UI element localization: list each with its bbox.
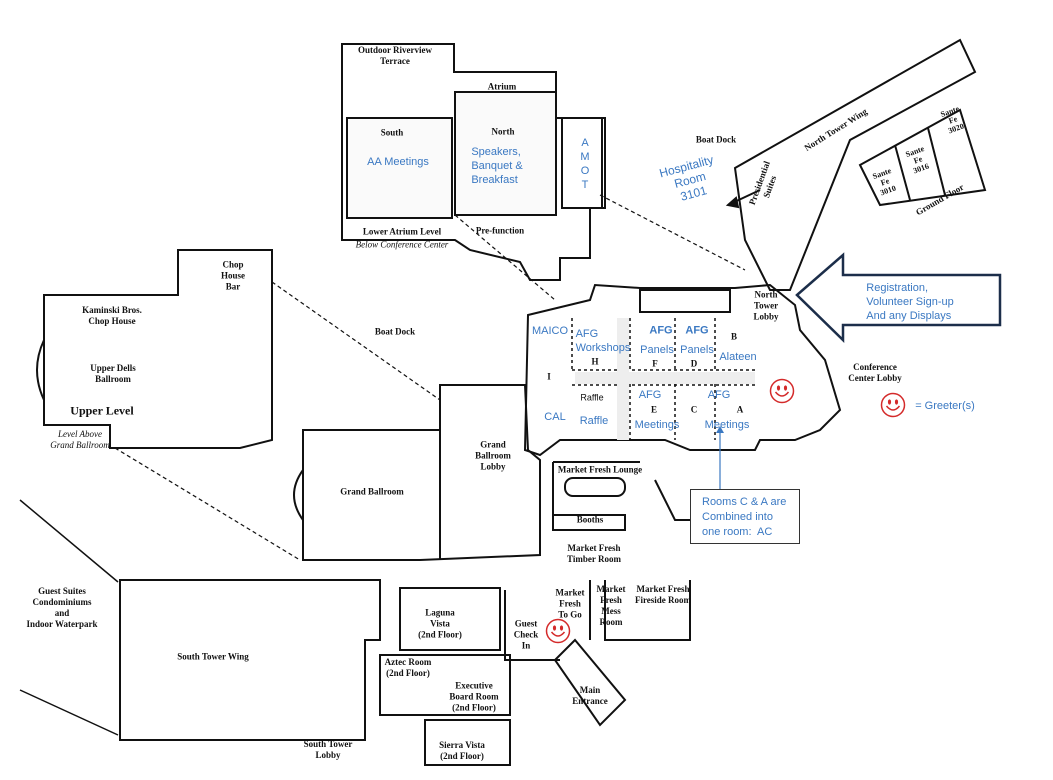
label-conference-lobby: Conference Center Lobby — [848, 362, 902, 383]
annotation-panels-d: Panels — [680, 344, 714, 356]
annotation-cal: CAL — [544, 411, 566, 423]
label-south: South — [380, 127, 404, 138]
annotation-amot: A M O T — [580, 137, 590, 191]
room-e: E — [650, 404, 658, 415]
annotation-registration: Registration, Volunteer Sign-up And any … — [866, 282, 954, 322]
label-mf-fireside: Market Fresh Fireside Room — [634, 584, 692, 605]
annotation-alateen: Alateen — [719, 351, 757, 363]
label-mf-lounge: Market Fresh Lounge — [557, 464, 643, 475]
label-sierra: Sierra Vista (2nd Floor) — [439, 740, 485, 761]
label-upper-level: Upper Level — [70, 403, 134, 418]
label-booths: Booths — [576, 514, 604, 525]
label-grand-ballroom-lobby: Grand Ballroom Lobby — [475, 439, 511, 472]
annotation-aa-meetings: AA Meetings — [367, 156, 429, 168]
label-exec-board: Executive Board Room (2nd Floor) — [449, 680, 499, 713]
label-boat-dock-top: Boat Dock — [695, 134, 737, 145]
smiley-greeter-icon — [769, 378, 795, 404]
label-north-tower-lobby: North Tower Lobby — [753, 289, 779, 322]
annotation-afg-workshops: AFG Workshops — [575, 328, 631, 354]
annotation-panels-f: Panels — [640, 344, 674, 356]
room-d: D — [690, 358, 698, 369]
label-mf-mess: Market Fresh Mess Room — [596, 584, 626, 627]
room-h: H — [591, 356, 599, 367]
annotation-afg-f: AFG — [649, 324, 673, 337]
label-level-above: Level Above Grand Ballroom — [50, 429, 110, 450]
label-aztec: Aztec Room (2nd Floor) — [384, 657, 432, 678]
room-i: I — [547, 371, 551, 382]
label-mf-togo: Market Fresh To Go — [555, 587, 585, 620]
label-lower-atrium: Lower Atrium Level — [362, 226, 442, 237]
annotation-afg-e: AFG — [638, 389, 662, 401]
smiley-greeter-checkin-icon — [545, 618, 571, 644]
label-upper-dells: Upper Dells Ballroom — [90, 363, 136, 384]
label-south-tower-wing: South Tower Wing — [177, 651, 249, 662]
label-main-entrance: Main Entrance — [572, 685, 608, 706]
label-boat-dock-mid: Boat Dock — [374, 326, 416, 337]
label-below-cc: Below Conference Center — [355, 239, 449, 250]
label-raffle-print: Raffle — [580, 392, 604, 403]
label-south-tower-lobby: South Tower Lobby — [303, 739, 353, 760]
room-f: F — [652, 358, 658, 369]
callout-rooms-combined: Rooms C & A are Combined into one room: … — [690, 489, 800, 544]
callout-text: Rooms C & A are Combined into one room: … — [702, 496, 787, 538]
label-chop-house-bar: Chop House Bar — [220, 259, 246, 292]
smiley-greeter-legend-icon — [880, 392, 906, 418]
greeter-legend-text: = Greeter(s) — [915, 400, 975, 412]
annotation-maico: MAICO — [531, 325, 569, 337]
label-mf-timber: Market Fresh Timber Room — [567, 543, 621, 564]
annotation-speakers: Speakers, Banquet & Breakfast — [471, 146, 523, 186]
label-guest-suites: Guest Suites Condominiums and Indoor Wat… — [26, 586, 98, 629]
label-laguna: Laguna Vista (2nd Floor) — [418, 607, 462, 640]
label-kaminski: Kaminski Bros. Chop House — [82, 305, 142, 326]
annotation-meetings-e: Meetings — [634, 419, 680, 431]
label-guest-checkin: Guest Check In — [513, 618, 539, 651]
annotation-afg-a: AFG — [707, 389, 731, 401]
label-prefunction: Pre-function — [475, 225, 525, 236]
label-north: North — [491, 126, 515, 137]
room-a: A — [736, 404, 744, 415]
label-outdoor-terrace: Outdoor Riverview Terrace — [357, 45, 433, 66]
room-b: B — [730, 331, 738, 342]
label-grand-ballroom: Grand Ballroom — [340, 486, 404, 497]
annotation-meetings-a: Meetings — [704, 419, 750, 431]
annotation-afg-d: AFG — [685, 324, 709, 337]
label-atrium: Atrium — [487, 81, 517, 92]
annotation-raffle: Raffle — [579, 415, 609, 427]
room-c: C — [690, 404, 698, 415]
